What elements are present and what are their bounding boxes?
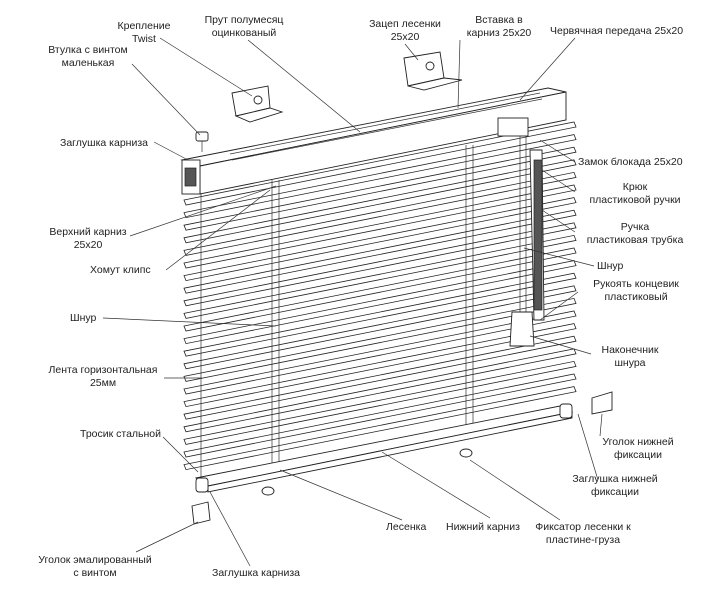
slat [183, 222, 577, 307]
label-small-bushing: Втулка с винтом маленькая [48, 44, 128, 69]
slat [183, 386, 577, 471]
small-bushing [195, 131, 209, 152]
label-plastic-handle-hook: Крюк пластиковой ручки [589, 181, 681, 206]
slat [183, 209, 577, 294]
slat [183, 146, 577, 231]
label-twist-mount: Крепление Twist [117, 20, 171, 45]
label-enamel-corner: Уголок эмалированный с винтом [38, 554, 152, 579]
leader-lines [102, 37, 603, 567]
slat [183, 159, 577, 244]
label-bottom-fix-cap: Заглушка нижней фиксации [572, 473, 658, 498]
label-cord-right: Шнур [597, 260, 624, 272]
label-bottom-fix-corner: Уголок нижней фиксации [602, 436, 674, 461]
ladder-strings [200, 145, 474, 488]
slat [183, 171, 577, 256]
label-cord-tip: Наконечник шнура [601, 344, 659, 369]
label-bottom-cornice: Нижний карниз [446, 521, 520, 533]
horizontal-slats [183, 121, 577, 471]
slat [183, 260, 577, 345]
slat [183, 323, 577, 408]
slat [183, 297, 577, 382]
bottom-rail [194, 403, 574, 493]
label-end-handle: Рукоять концевик пластиковый [593, 278, 679, 303]
slat [183, 310, 577, 395]
label-steel-cable: Тросик стальной [80, 428, 162, 440]
label-cornice-insert: Вставка в карниз 25х20 [466, 14, 532, 39]
slat [183, 348, 577, 433]
slat [183, 285, 577, 370]
twist-mount [231, 85, 284, 123]
slat [183, 197, 577, 282]
tilt-wand [497, 117, 545, 347]
slat [183, 335, 577, 420]
label-upper-cornice: Верхний карниз 25х20 [49, 226, 127, 251]
label-clip-clamp: Хомут клипс [90, 264, 151, 276]
label-cornice-cap-top: Заглушка карниза [60, 137, 148, 149]
label-block-lock: Замок блокада 25х20 [578, 156, 683, 168]
label-horizontal-slat: Лента горизонтальная 25мм [48, 364, 158, 389]
slat [183, 272, 577, 357]
slat [183, 247, 577, 332]
slat [183, 360, 577, 445]
ladder-hook-mount [403, 51, 463, 91]
bottom-fix-parts [191, 391, 613, 525]
label-ladder-hook: Зацеп лесенки 25х20 [369, 18, 441, 43]
label-cord-left: Шнур [70, 312, 97, 324]
label-ladder-fixator: Фиксатор лесенки к пластине-груза [535, 521, 631, 546]
slat [183, 121, 577, 206]
slat [183, 134, 577, 219]
label-half-moon-rod: Прут полумесяц оцинкованый [204, 14, 284, 39]
label-handle-plastic-tube: Ручка пластиковая трубка [586, 221, 684, 246]
slat [183, 184, 577, 269]
slat [183, 234, 577, 319]
label-cornice-cap-bottom: Заглушка карниза [212, 567, 300, 579]
upper-cornice-beam [180, 87, 567, 195]
label-worm-gear: Червячная передача 25х20 [550, 25, 684, 37]
label-ladder: Лесенка [386, 521, 427, 533]
slat [183, 373, 577, 458]
